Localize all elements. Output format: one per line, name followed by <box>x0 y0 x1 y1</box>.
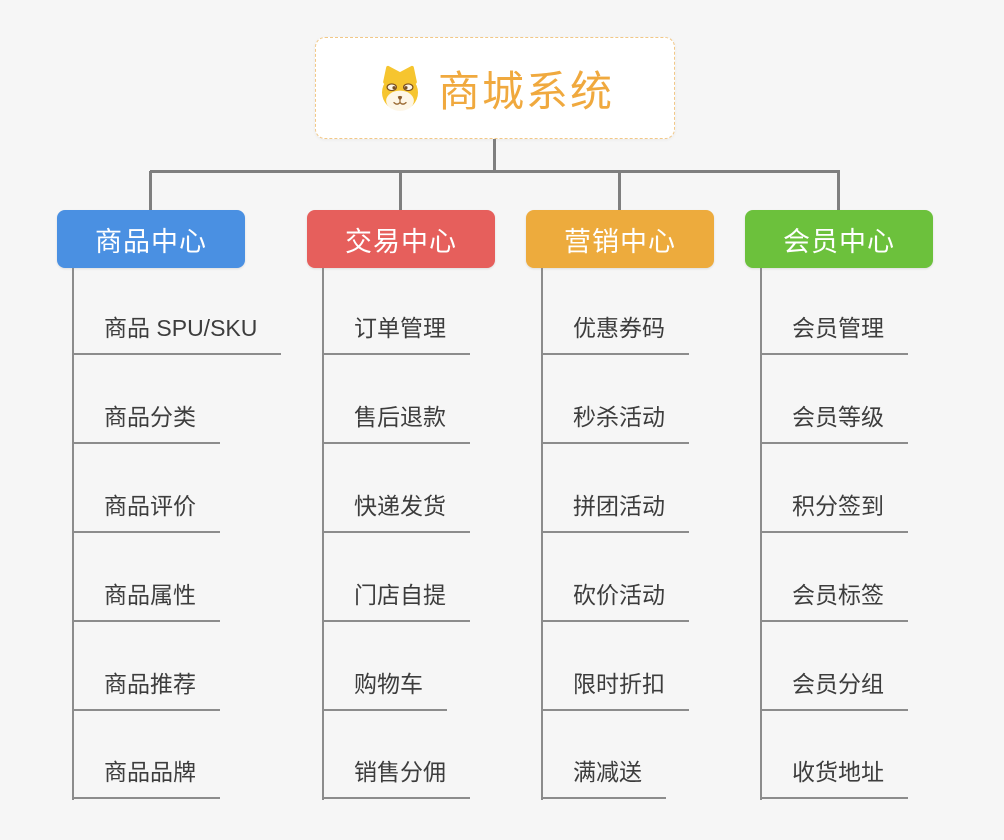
leaf-topic[interactable]: 商品属性 <box>72 579 220 622</box>
leaf-topic[interactable]: 会员标签 <box>760 579 908 622</box>
leaf-topic[interactable]: 商品分类 <box>72 401 220 444</box>
branch-node-marketing[interactable]: 营销中心 <box>526 210 714 268</box>
branch-rail <box>72 268 74 800</box>
leaf-topic[interactable]: 收货地址 <box>760 756 908 799</box>
leaf-topic[interactable]: 商品 SPU/SKU <box>72 312 282 355</box>
leaf-topic[interactable]: 商品品牌 <box>72 756 220 799</box>
leaf-topic[interactable]: 满减送 <box>541 756 666 799</box>
branch-column-marketing: 营销中心 优惠券码 秒杀活动 拼团活动 砍价活动 限时折扣 满减送 <box>526 0 714 840</box>
leaf-topic[interactable]: 门店自提 <box>322 579 470 622</box>
connector-root-stem <box>493 139 496 171</box>
leaf-topic[interactable]: 商品推荐 <box>72 668 220 711</box>
connector-horizontal-bar <box>150 170 840 173</box>
leaf-topic[interactable]: 订单管理 <box>322 312 470 355</box>
leaf-topic[interactable]: 会员等级 <box>760 401 908 444</box>
leaf-topic[interactable]: 拼团活动 <box>541 490 689 533</box>
leaf-topic[interactable]: 销售分佣 <box>322 756 470 799</box>
doge-icon <box>381 65 418 111</box>
root-topic[interactable]: 商城系统 <box>315 37 675 139</box>
leaf-topic[interactable]: 会员管理 <box>760 312 908 355</box>
branch-node-trade[interactable]: 交易中心 <box>307 210 495 268</box>
leaf-topic[interactable]: 限时折扣 <box>541 668 689 711</box>
branch-rail <box>322 268 324 800</box>
connector-drop-products <box>149 171 152 210</box>
leaf-topic[interactable]: 购物车 <box>322 668 447 711</box>
branch-column-members: 会员中心 会员管理 会员等级 积分签到 会员标签 会员分组 收货地址 <box>745 0 933 840</box>
branch-node-products[interactable]: 商品中心 <box>57 210 245 268</box>
branch-column-products: 商品中心 商品 SPU/SKU 商品分类 商品评价 商品属性 商品推荐 商品品牌 <box>57 0 282 840</box>
leaf-topic[interactable]: 积分签到 <box>760 490 908 533</box>
leaf-topic[interactable]: 商品评价 <box>72 490 220 533</box>
branch-column-trade: 交易中心 订单管理 售后退款 快递发货 门店自提 购物车 销售分佣 <box>307 0 495 840</box>
leaf-topic[interactable]: 秒杀活动 <box>541 401 689 444</box>
branch-rail <box>541 268 543 800</box>
leaf-topic[interactable]: 砍价活动 <box>541 579 689 622</box>
leaf-topic[interactable]: 快递发货 <box>322 490 470 533</box>
connector-drop-trade <box>399 171 402 210</box>
leaf-topic[interactable]: 会员分组 <box>760 668 908 711</box>
leaf-topic[interactable]: 优惠券码 <box>541 312 689 355</box>
connector-drop-members <box>837 171 840 210</box>
leaf-topic[interactable]: 售后退款 <box>322 401 470 444</box>
root-topic-title: 商城系统 <box>437 67 614 115</box>
branch-rail <box>760 268 762 800</box>
branch-node-members[interactable]: 会员中心 <box>745 210 933 268</box>
connector-drop-marketing <box>618 171 621 210</box>
